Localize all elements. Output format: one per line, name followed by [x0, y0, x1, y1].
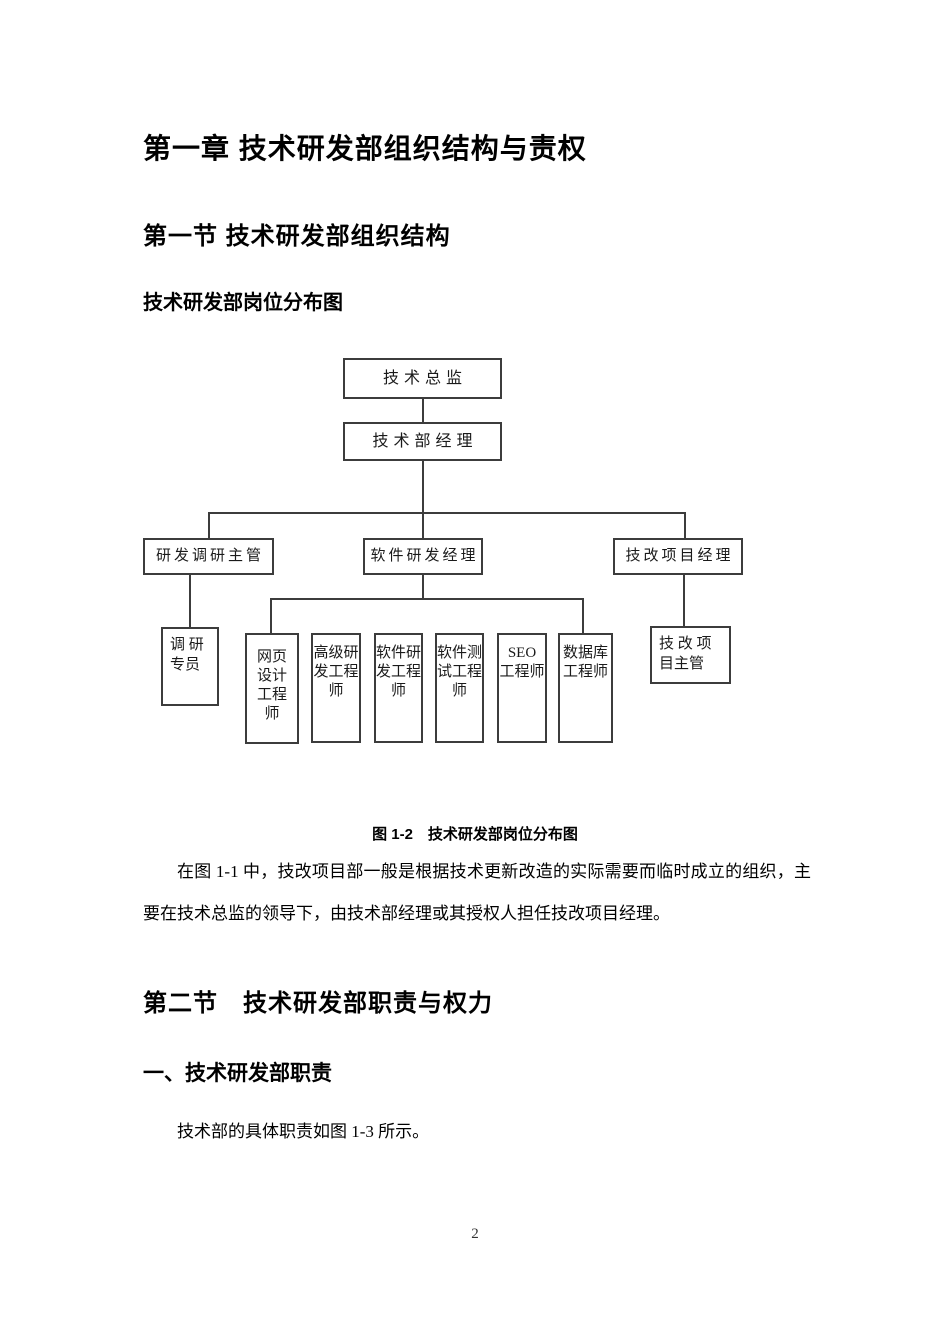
- org-node-web-design-engineer: 网页 设计 工程 师: [245, 633, 299, 744]
- connector-drop-software-manager: [422, 512, 424, 538]
- chapter-title: 第一章 技术研发部组织结构与责权: [143, 133, 587, 164]
- section2-title: 第二节 技术研发部职责与权力: [143, 990, 493, 1017]
- page-number: 2: [471, 1226, 479, 1242]
- figure-heading: 技术研发部岗位分布图: [143, 292, 343, 314]
- org-node-tech-upgrade-supervisor: 技 改 项 目主管: [650, 626, 731, 684]
- connector-drop-project-manager: [684, 512, 686, 538]
- org-node-research-specialist: 调 研 专员: [161, 627, 219, 706]
- section1-title: 第一节 技术研发部组织结构: [143, 223, 451, 250]
- org-node-tech-manager: 技术部经理: [343, 422, 502, 461]
- org-node-database-engineer: 数据库 工程师: [558, 633, 613, 743]
- org-node-software-test-engineer: 软件测 试工程 师: [435, 633, 484, 743]
- org-node-software-rd-engineer: 软件研 发工程 师: [374, 633, 423, 743]
- org-node-rd-research-supervisor: 研发调研主管: [143, 538, 274, 575]
- figure-caption: 图 1-2 技术研发部岗位分布图: [372, 826, 578, 843]
- org-node-software-rd-manager: 软件研发经理: [363, 538, 483, 575]
- connector-drop-database: [582, 598, 584, 634]
- org-node-cto: 技术总监: [343, 358, 502, 399]
- connector-cto-manager: [422, 398, 424, 423]
- org-node-senior-rd-engineer: 高级研 发工程 师: [311, 633, 361, 743]
- connector-supervisor-specialist: [189, 574, 191, 627]
- connector-drop-research-supervisor: [208, 512, 210, 538]
- subsection1-title: 一、技术研发部职责: [143, 1062, 332, 1085]
- connector-branch-bar: [208, 512, 686, 514]
- connector-engineer-bar: [270, 598, 584, 600]
- connector-project-manager-supervisor: [683, 575, 685, 626]
- org-node-seo-engineer: SEO 工程师: [497, 633, 547, 743]
- paragraph-1: 在图 1-1 中，技改项目部一般是根据技术更新改造的实际需要而临时成立的组织，主…: [143, 862, 811, 923]
- paragraph-2: 技术部的具体职责如图 1-3 所示。: [177, 1122, 430, 1141]
- connector-software-manager-bar: [422, 574, 424, 600]
- connector-manager-branch: [422, 461, 424, 514]
- org-node-tech-upgrade-project-manager: 技改项目经理: [613, 538, 743, 575]
- connector-drop-web-design: [270, 598, 272, 634]
